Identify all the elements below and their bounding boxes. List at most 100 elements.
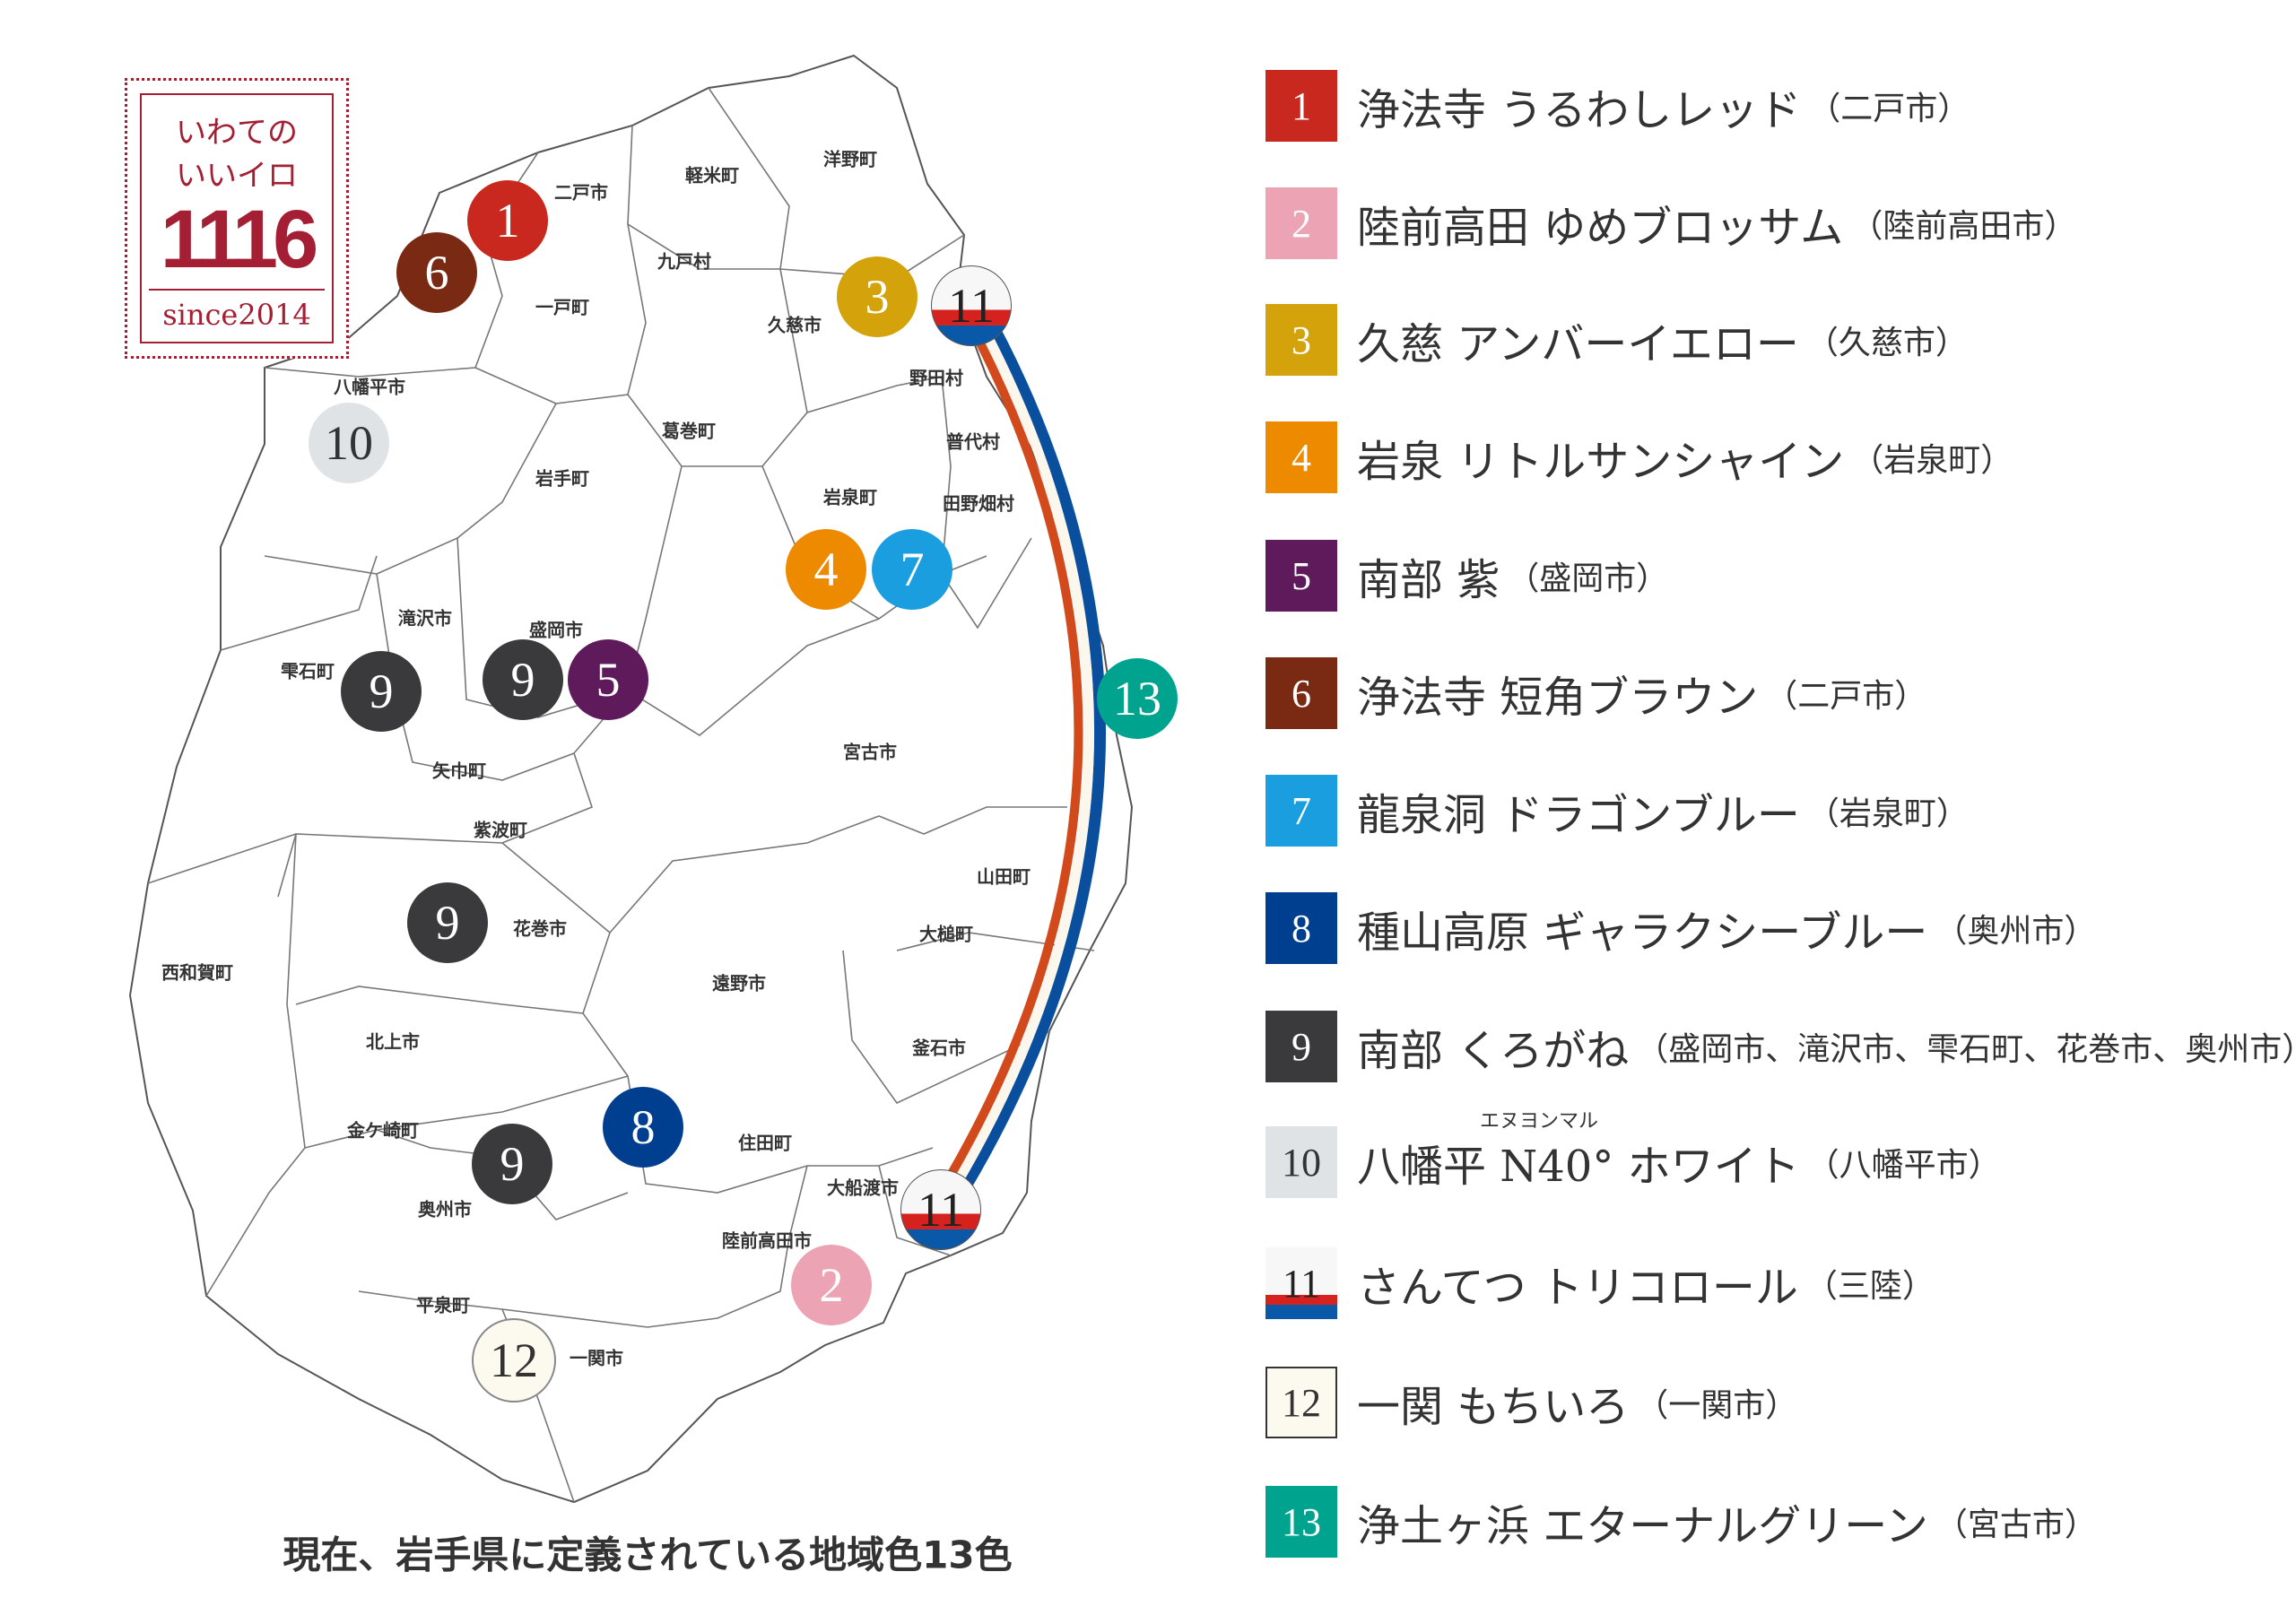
color-marker-11: 11 xyxy=(931,265,1012,346)
color-marker-2: 2 xyxy=(791,1245,872,1325)
municipality-label: 九戸村 xyxy=(657,250,711,273)
legend-color-name: 浄法寺 うるわしレッド xyxy=(1357,85,1802,135)
legend-item: 2 陸前高田 ゆめブロッサム（陸前高田市） xyxy=(1265,187,2076,259)
municipality-label: 普代村 xyxy=(946,430,1000,453)
legend-swatch: 8 xyxy=(1265,892,1337,964)
legend-swatch: 12 xyxy=(1265,1367,1337,1438)
color-marker-13: 13 xyxy=(1097,658,1178,739)
legend-color-name: 岩泉 リトルサンシャイン xyxy=(1357,437,1845,487)
legend-ruby-annotation: エヌヨンマル xyxy=(1480,1110,1599,1133)
legend-color-name: 浄土ヶ浜 エターナルグリーン xyxy=(1357,1501,1928,1551)
color-marker-11: 11 xyxy=(900,1169,981,1250)
stamp-number: 1116 xyxy=(160,194,319,285)
municipality-label: 奥州市 xyxy=(418,1198,472,1220)
legend-place: （三陸） xyxy=(1805,1268,1935,1305)
municipality-label: 岩手町 xyxy=(535,467,589,490)
legend-color-name: さんてつ トリコロール xyxy=(1357,1263,1798,1313)
color-marker-7: 7 xyxy=(872,529,952,610)
municipality-label: 野田村 xyxy=(909,367,963,389)
municipality-label: 矢巾町 xyxy=(432,760,486,782)
legend-place: （盛岡市） xyxy=(1507,560,1669,597)
legend-item: 12 一関 もちいろ（一関市） xyxy=(1265,1367,1797,1438)
color-marker-6: 6 xyxy=(396,232,477,313)
legend-swatch: 9 xyxy=(1265,1011,1337,1082)
municipality-label: 紫波町 xyxy=(474,819,527,841)
color-marker-1: 1 xyxy=(467,180,548,261)
municipality-label: 久慈市 xyxy=(768,314,822,336)
legend-color-name: 南部 くろがね xyxy=(1357,1026,1630,1076)
municipality-label: 西和賀町 xyxy=(161,961,233,984)
legend-swatch: 11 xyxy=(1265,1247,1337,1319)
legend-color-name: 陸前高田 ゆめブロッサム xyxy=(1357,203,1844,253)
legend-item: 11 さんてつ トリコロール（三陸） xyxy=(1265,1247,1935,1319)
legend-place: （岩泉町） xyxy=(1806,795,1969,832)
color-marker-5: 5 xyxy=(568,639,648,720)
municipality-label: 金ケ崎町 xyxy=(347,1119,419,1142)
color-marker-8: 8 xyxy=(603,1087,683,1168)
legend-item: 10 八幡平 N40° ホワイト（八幡平市） xyxy=(1265,1126,2001,1198)
color-marker-9: 9 xyxy=(407,882,488,963)
municipality-label: 一関市 xyxy=(570,1347,623,1369)
legend-place: （盛岡市、滝沢市、雫石町、花巻市、奥州市） xyxy=(1636,1031,2296,1068)
stamp-line1: いわての xyxy=(176,115,298,151)
legend-color-name: 一関 もちいろ xyxy=(1357,1382,1630,1432)
legend-swatch: 3 xyxy=(1265,304,1337,376)
legend-swatch: 4 xyxy=(1265,421,1337,493)
legend-place: （陸前高田市） xyxy=(1850,208,2077,245)
legend-place: （久慈市） xyxy=(1805,325,1968,361)
legend-place: （八幡平市） xyxy=(1806,1147,2001,1184)
municipality-label: 滝沢市 xyxy=(398,607,452,630)
legend-swatch: 2 xyxy=(1265,187,1337,259)
color-marker-9: 9 xyxy=(341,651,422,732)
color-marker-4: 4 xyxy=(786,529,866,610)
municipality-label: 住田町 xyxy=(738,1132,792,1154)
map-caption: 現在、岩手県に定義されている地域色13色 xyxy=(283,1533,1013,1577)
legend-place: （奥州市） xyxy=(1935,913,2097,950)
municipality-label: 釜石市 xyxy=(912,1037,966,1059)
legend-color-name: 南部 紫 xyxy=(1357,555,1500,605)
legend-color-name: 浄法寺 短角ブラウン xyxy=(1357,673,1759,723)
municipality-label: 平泉町 xyxy=(416,1294,470,1316)
legend-place: （一関市） xyxy=(1636,1387,1798,1424)
municipality-label: 北上市 xyxy=(366,1030,420,1053)
legend-color-name: 八幡平 N40° ホワイト xyxy=(1357,1142,1800,1192)
sanriku-railway-line xyxy=(926,302,1106,1213)
legend-color-name: 種山高原 ギャラクシーブルー xyxy=(1357,908,1928,958)
municipality-label: 二戸市 xyxy=(554,181,608,204)
municipality-label: 山田町 xyxy=(977,865,1031,888)
municipality-label: 一戸町 xyxy=(535,296,589,318)
legend-swatch: 6 xyxy=(1265,657,1337,729)
municipality-label: 宮古市 xyxy=(843,741,897,763)
municipality-label: 盛岡市 xyxy=(529,619,583,641)
legend-place: （宮古市） xyxy=(1935,1507,2097,1543)
color-marker-12: 12 xyxy=(472,1318,556,1403)
legend-item: 6 浄法寺 短角ブラウン（二戸市） xyxy=(1265,657,1926,729)
legend-swatch: 10 xyxy=(1265,1126,1337,1198)
municipality-label: 洋野町 xyxy=(823,148,877,170)
legend-item: 5 南部 紫（盛岡市） xyxy=(1265,540,1668,612)
color-marker-9: 9 xyxy=(472,1124,552,1204)
municipality-label: 陸前高田市 xyxy=(722,1229,812,1252)
legend-item: 9 南部 くろがね（盛岡市、滝沢市、雫石町、花巻市、奥州市） xyxy=(1265,1011,2296,1082)
legend-swatch: 5 xyxy=(1265,540,1337,612)
municipality-label: 葛巻町 xyxy=(662,420,716,442)
legend-swatch: 7 xyxy=(1265,775,1337,847)
legend-swatch: 1 xyxy=(1265,70,1337,142)
municipality-label: 雫石町 xyxy=(281,660,335,682)
legend-place: （二戸市） xyxy=(1765,678,1927,715)
municipality-label: 軽米町 xyxy=(685,164,739,187)
legend-item: 1 浄法寺 うるわしレッド（二戸市） xyxy=(1265,70,1970,142)
legend-place: （二戸市） xyxy=(1808,91,1970,127)
municipality-label: 大槌町 xyxy=(919,923,973,945)
stamp-line2: いいイロ xyxy=(176,158,298,194)
municipality-label: 花巻市 xyxy=(513,917,567,940)
legend-item: 8 種山高原 ギャラクシーブルー（奥州市） xyxy=(1265,892,2096,964)
municipality-label: 大船渡市 xyxy=(827,1177,899,1199)
color-marker-10: 10 xyxy=(309,403,389,483)
stamp-since: since2014 xyxy=(149,289,325,332)
municipality-label: 岩泉町 xyxy=(823,486,877,508)
